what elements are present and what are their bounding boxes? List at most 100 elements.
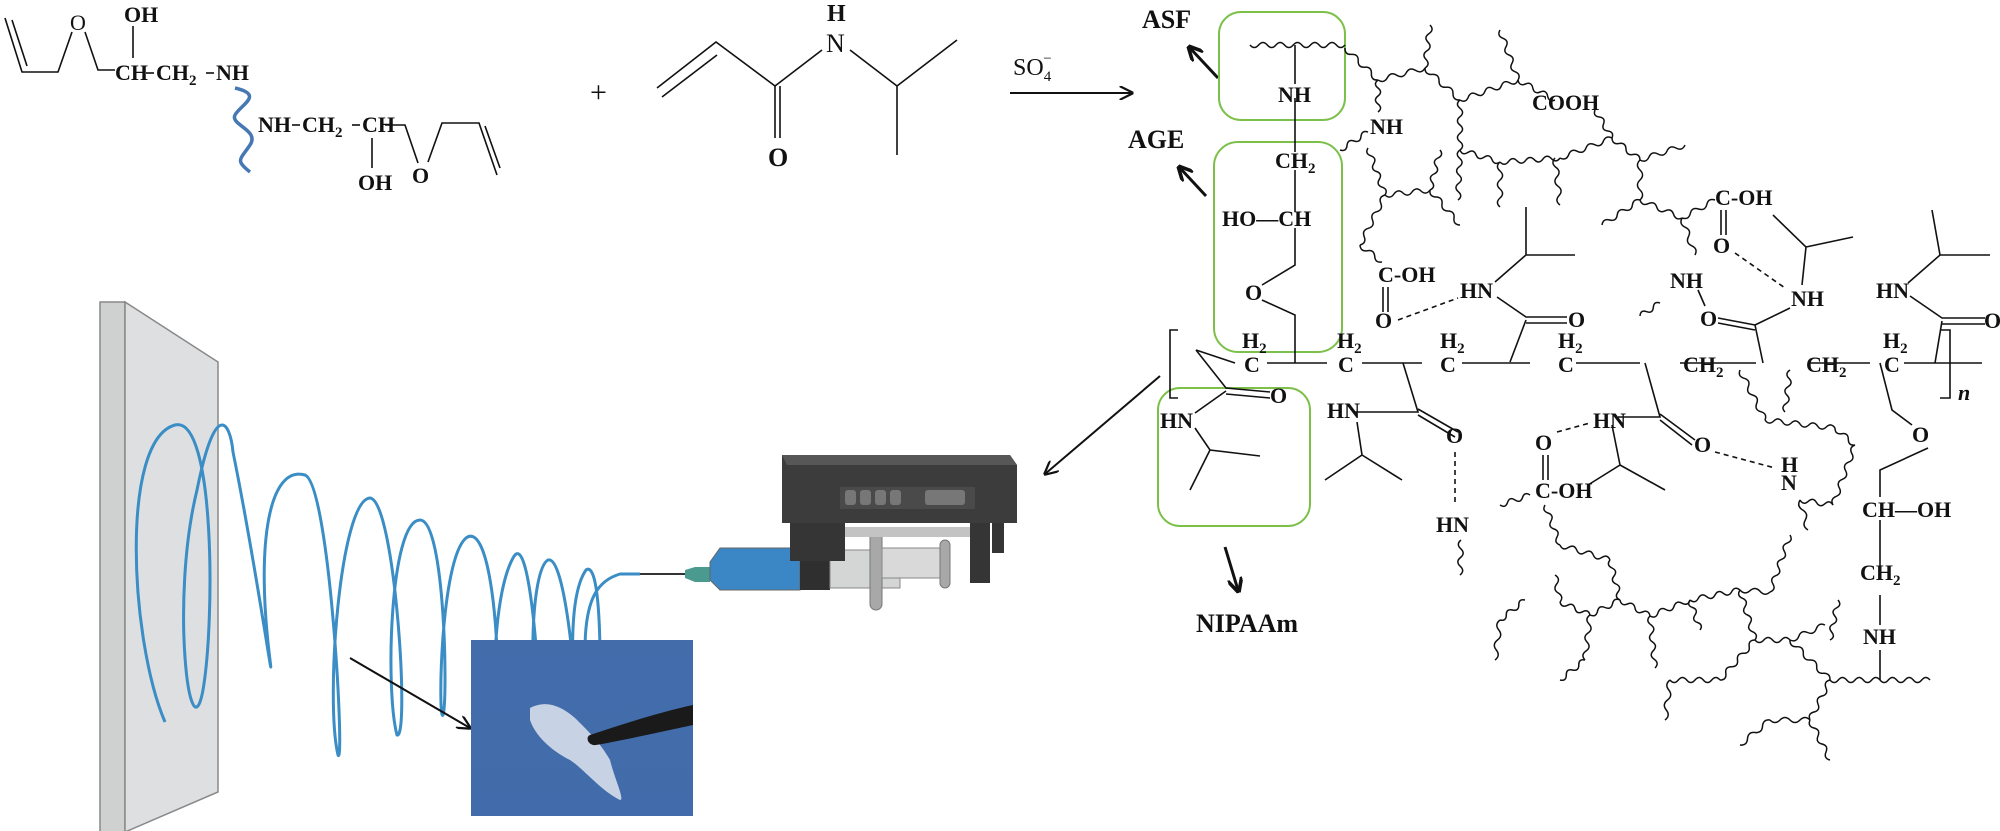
nipaam-reactant: O H N — [656, 1, 958, 172]
protein-chain-segment — [1639, 301, 1661, 317]
silk-fibroin-network — [1249, 24, 1931, 761]
amide-o-label-right: O — [1984, 308, 2000, 333]
protein-chain-segment — [1769, 534, 1792, 593]
photo-arrow — [349, 657, 470, 728]
protein-chain-segment — [1589, 598, 1621, 617]
protein-chain-segment — [1559, 544, 1611, 561]
ch2-label-age: CH2 — [1275, 148, 1316, 177]
protein-chain-segment — [1498, 29, 1520, 81]
repeat-n-label: n — [1958, 380, 1970, 405]
backbone-c-1: C — [1244, 352, 1260, 377]
protein-chain-segment — [1559, 601, 1591, 616]
protein-chain-segment — [1834, 427, 1856, 446]
ch2-label: CH2 — [156, 60, 197, 89]
protein-chain-segment — [1636, 159, 1644, 201]
age-label: AGE — [1128, 125, 1184, 154]
hydrogen-bond — [1397, 297, 1459, 321]
reaction-arrow: SO4− — [1010, 51, 1132, 93]
amide-h-label: H — [827, 1, 846, 27]
spiral-fiber-jet — [134, 423, 640, 757]
protein-chain-segment — [1384, 188, 1431, 198]
ch-label: CH — [115, 60, 148, 85]
nh-label-side: NH — [1370, 114, 1403, 139]
carboxyl-o-label-1: O — [1375, 308, 1392, 333]
protein-chain-segment — [1689, 587, 1741, 603]
collector-plate — [99, 300, 219, 831]
low-o-label-2: O — [1694, 432, 1711, 457]
backbone-ch2-1: CH2 — [1683, 352, 1724, 381]
low-o-label: O — [1535, 430, 1552, 455]
mid-hn-label: HN — [1327, 398, 1360, 423]
protein-chain-segment — [1423, 24, 1433, 69]
nh-label-3: NH — [1791, 286, 1824, 311]
protein-chain-segment — [1829, 599, 1841, 641]
protein-chain-segment — [1739, 587, 1771, 595]
protein-chain-segment — [1663, 679, 1672, 721]
protein-chain-segment — [1797, 499, 1809, 531]
amide-hn-label-1: HN — [1460, 278, 1493, 303]
right-ether-o-label: O — [1912, 422, 1929, 447]
carboxyl-o-label-2: O — [1713, 233, 1730, 258]
age-arrow — [1180, 168, 1208, 198]
carbonyl-o-label-2: O — [1700, 306, 1717, 331]
protein-chain-segment — [1493, 619, 1502, 661]
protein-chain-segment — [1808, 719, 1831, 761]
protein-chain-segment — [1499, 599, 1526, 621]
asf-arrow — [1190, 48, 1220, 80]
protein-chain-segment — [1456, 99, 1464, 151]
protein-chain-segment — [1737, 589, 1758, 641]
protein-chain-segment — [1738, 369, 1767, 421]
asf-age-reactant: O OH CH CH2 NH NH CH2 CH OH O — [4, 2, 501, 195]
repeat-bracket-right — [1940, 329, 1951, 399]
protein-chain-segment — [1249, 41, 1346, 49]
protein-chain-segment — [1680, 217, 1697, 256]
backbone-c-5: C — [1884, 352, 1900, 377]
protein-chain-segment — [1344, 47, 1379, 81]
protein-chain-segment — [1457, 539, 1464, 576]
protein-chain-segment — [1582, 614, 1592, 661]
protein-chain-segment — [1339, 130, 1369, 152]
tweezers — [587, 705, 693, 746]
syringe-pump — [782, 455, 1017, 583]
protein-chain-segment — [1764, 418, 1836, 430]
protein-chain-segment — [1789, 639, 1831, 681]
pump-button — [875, 490, 886, 505]
protein-chain-segment — [1619, 599, 1651, 617]
asf-highlight-box — [1218, 11, 1346, 121]
protein-chain-segment — [1754, 636, 1791, 644]
o-label-lower: O — [412, 163, 429, 188]
pump-button — [860, 490, 871, 505]
low-n-label: N — [1781, 470, 1797, 495]
protein-chain-segment — [1601, 198, 1641, 226]
protein-chain-segment — [1782, 369, 1792, 413]
protein-chain-segment — [1429, 149, 1443, 191]
amide-o-label-1: O — [1568, 307, 1585, 332]
oh-label: OH — [124, 2, 158, 27]
protein-chain-segment — [1831, 444, 1856, 506]
protein-chain-segment — [1593, 109, 1614, 139]
plus-sign: + — [590, 76, 607, 109]
protein-chain-segment — [1639, 144, 1686, 162]
nipaam-label: NIPAAm — [1196, 609, 1298, 638]
repeat-bracket-left — [1169, 329, 1178, 399]
carboxyl-c-oh-label-1: C-OH — [1378, 262, 1435, 287]
amide-hn-label-right: HN — [1876, 278, 1909, 303]
polymer-backbone: H2 C H2 C H2 C H2 C CH2 CH2 H2 C n — [1169, 328, 1982, 405]
low-c-oh-label: C-OH — [1535, 478, 1592, 503]
nh-label: NH — [216, 60, 249, 85]
protein-chain-segment — [1429, 189, 1461, 226]
backbone-c-2: C — [1338, 352, 1354, 377]
protein-chain-segment — [1769, 716, 1811, 724]
nh-label-2: NH — [1670, 268, 1703, 293]
protein-chain-segment — [1647, 615, 1658, 669]
cooh-label: COOH — [1532, 90, 1599, 115]
backbone-c-3: C — [1440, 352, 1456, 377]
hydrogel-mat — [530, 704, 622, 800]
nh-label-top: NH — [1278, 82, 1311, 107]
nipaam-arrow — [1223, 546, 1238, 590]
protein-chain-segment — [1496, 161, 1504, 208]
carboxyl-c-oh-label-2: C-OH — [1715, 185, 1772, 210]
pump-button — [890, 490, 901, 505]
hydrogel-fiber-mat-photo — [471, 640, 693, 816]
protein-chain-segment — [1374, 79, 1382, 113]
